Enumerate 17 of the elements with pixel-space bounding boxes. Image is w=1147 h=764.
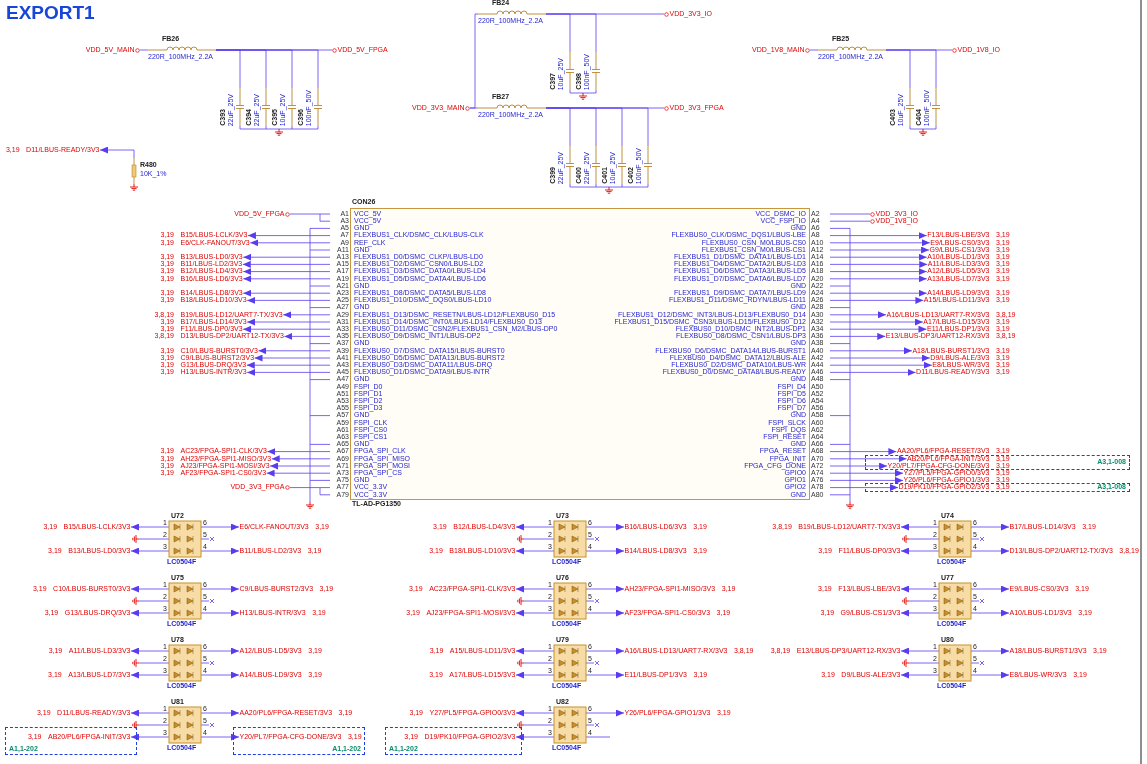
wire [545,13,597,53]
wire [545,107,649,147]
wire [289,487,331,488]
wire [289,213,331,215]
wire [829,220,871,222]
wire [215,49,319,89]
dashed-group-boundary [865,454,1130,471]
dashed-group-boundary [233,727,365,755]
diagram-title: EXPORT1 [6,2,95,24]
wire [809,49,819,51]
wire [469,107,479,109]
dashed-group-boundary [385,727,522,755]
wire [139,49,149,51]
dashed-group-boundary [5,727,137,755]
wire [829,213,871,215]
dashed-group-boundary [865,483,1130,492]
wire [885,49,937,89]
